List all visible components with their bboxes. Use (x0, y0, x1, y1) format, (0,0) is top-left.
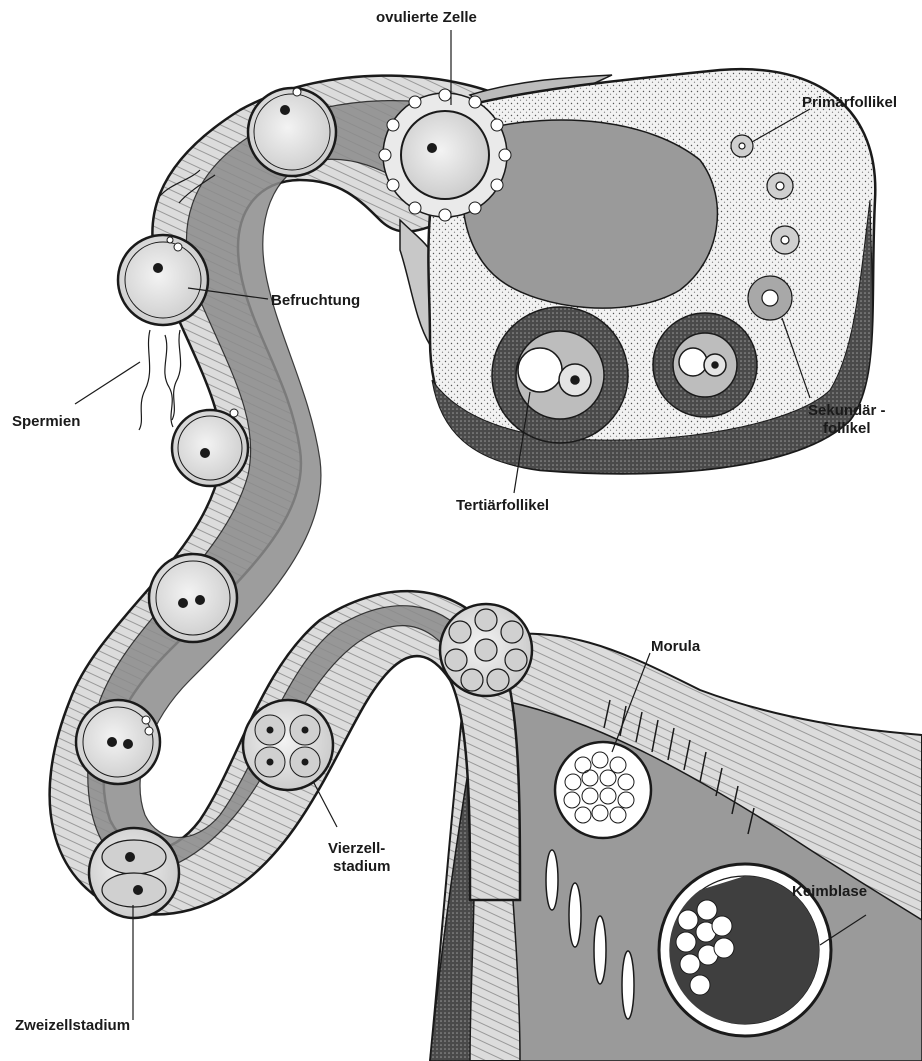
label-four-cell-line2: stadium (333, 858, 391, 875)
label-blastocyst: Keimblase (792, 883, 867, 900)
label-four-cell-line1: Vierzell- (328, 840, 385, 857)
egg-pre-cleavage (76, 700, 160, 784)
label-sperm: Spermien (12, 413, 80, 430)
morula (555, 742, 651, 838)
label-morula: Morula (651, 638, 701, 655)
label-fertilization: Befruchtung (271, 292, 360, 309)
two-cell-stage (89, 828, 179, 918)
egg-zygote (172, 409, 248, 486)
eight-cell-stage (440, 604, 532, 696)
label-secondary-follicle-line2: follikel (823, 420, 871, 437)
egg-in-ampulla (248, 88, 336, 176)
label-tertiary-follicle: Tertiärfollikel (456, 497, 549, 514)
egg-pronuclei (149, 554, 237, 642)
label-secondary-follicle-line1: Sekundär - (808, 402, 886, 419)
label-primary-follicle: Primärfollikel (802, 94, 897, 111)
egg-fertilization (118, 235, 208, 325)
label-two-cell: Zweizellstadium (15, 1017, 130, 1034)
four-cell-stage (243, 700, 333, 790)
label-ovulated-cell: ovulierte Zelle (376, 9, 477, 26)
